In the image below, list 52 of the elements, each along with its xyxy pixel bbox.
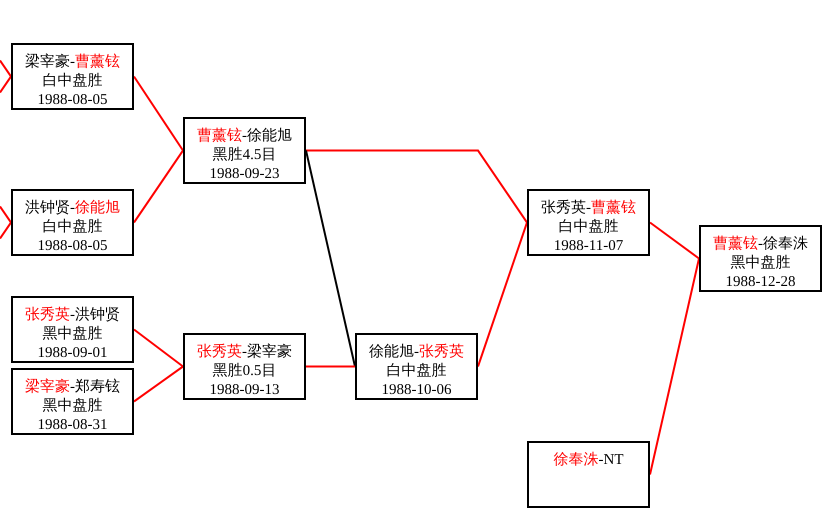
result-text: 白中盘胜	[558, 218, 618, 237]
result-text: 黑胜0.5目	[212, 362, 276, 381]
match-box	[355, 333, 478, 400]
players-text: 曹薰铉-徐能旭	[197, 127, 292, 146]
match-box	[11, 189, 134, 256]
bracket-line	[306, 366, 355, 368]
date-text: 1988-12-28	[726, 273, 796, 292]
match-box	[11, 43, 134, 110]
bracket-line	[649, 258, 700, 475]
date-text: 1988-09-23	[210, 165, 280, 184]
result-text: 白中盘胜	[42, 218, 102, 237]
date-text: 1988-08-05	[38, 237, 108, 256]
date-text: 1988-09-01	[38, 344, 108, 363]
bracket-line	[0, 60, 12, 78]
bracket-line	[133, 76, 184, 152]
bracket-line	[0, 76, 12, 94]
match-box	[527, 189, 650, 256]
players-text: 张秀英-洪钟贤	[25, 306, 120, 325]
bracket-line	[649, 222, 700, 260]
match-box	[11, 296, 134, 363]
match-box	[699, 225, 822, 292]
date-text: 1988-11-07	[554, 237, 624, 256]
result-text: 黑胜4.5目	[212, 146, 276, 165]
players-text: 洪钟贤-徐能旭	[25, 199, 120, 218]
match-box	[183, 117, 306, 184]
result-text: 白中盘胜	[386, 362, 446, 381]
bracket-line	[133, 150, 184, 224]
bracket-line	[0, 206, 12, 224]
bracket-line	[0, 222, 12, 240]
date-text: 1988-09-13	[210, 381, 280, 400]
players-text: 梁宰豪-郑寿铉	[25, 378, 120, 397]
players-text: 张秀英-梁宰豪	[197, 343, 292, 362]
result-text: 黑中盘胜	[42, 397, 102, 416]
players-text: 梁宰豪-曹薰铉	[25, 53, 120, 72]
bracket-line	[477, 222, 528, 367]
players-text: 张秀英-曹薰铉	[541, 199, 636, 218]
date-text: 1988-10-06	[382, 381, 452, 400]
match-box	[11, 368, 134, 435]
date-text: 1988-08-31	[38, 416, 108, 435]
players-text: 徐奉洙-NT	[554, 451, 624, 470]
bracket-line	[133, 366, 184, 402]
players-text: 徐能旭-张秀英	[369, 343, 464, 362]
match-box	[183, 333, 306, 400]
match-box	[527, 441, 650, 508]
date-text: 1988-08-05	[38, 91, 108, 110]
bracket-line	[133, 328, 184, 368]
players-text: 曹薰铉-徐奉洙	[713, 235, 808, 254]
result-text: 黑中盘胜	[730, 254, 790, 273]
result-text: 黑中盘胜	[42, 325, 102, 344]
bracket-line	[305, 150, 356, 367]
result-text: 白中盘胜	[42, 72, 102, 91]
bracket-line	[306, 150, 528, 224]
